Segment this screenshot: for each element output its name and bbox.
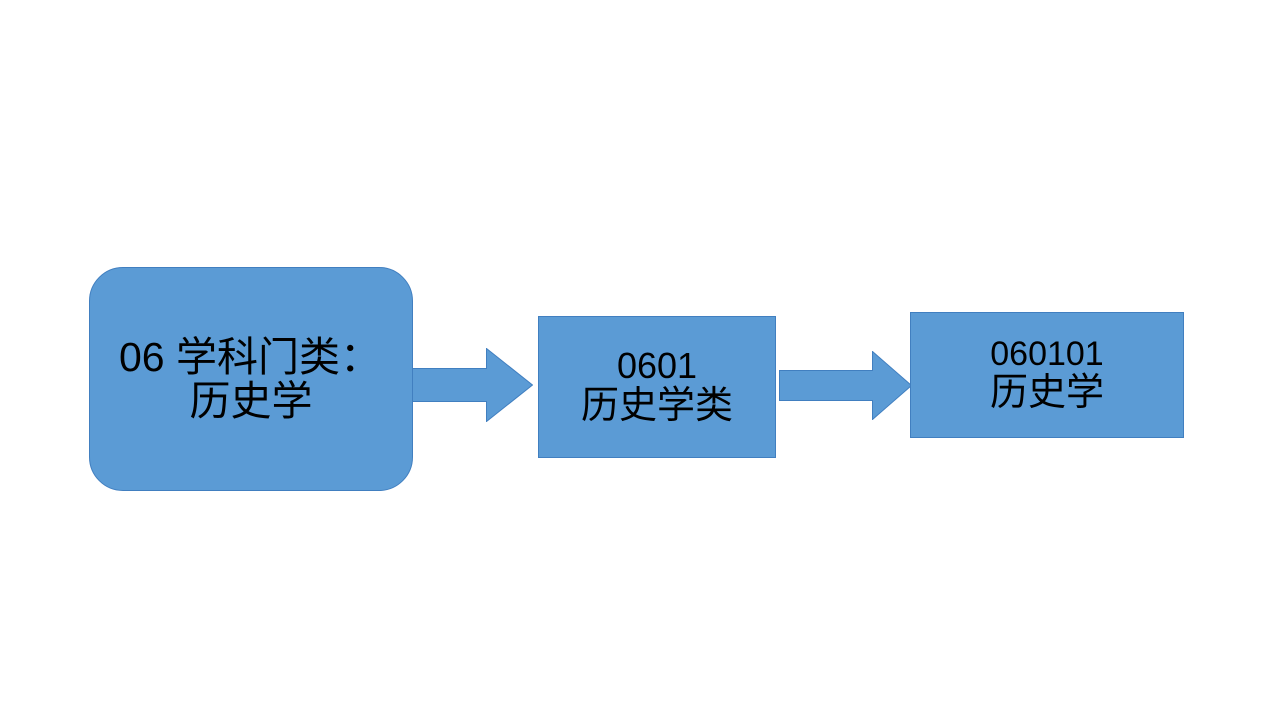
- node-class-line-1: 0601: [616, 345, 698, 387]
- node-major-line-1: 060101: [990, 335, 1104, 374]
- block-arrow-icon: [412, 348, 533, 422]
- node-discipline-line-1: 06 学科门类：: [119, 333, 381, 380]
- block-arrow-icon: [779, 351, 912, 420]
- block-arrow-discipline-to-class[interactable]: [412, 348, 533, 422]
- flowchart-node-class[interactable]: 0601 历史学类: [538, 316, 776, 458]
- flowchart-node-discipline[interactable]: 06 学科门类： 历史学: [89, 267, 413, 491]
- node-major-line-2: 历史学: [989, 371, 1104, 414]
- flowchart-node-major[interactable]: 060101 历史学: [910, 312, 1184, 438]
- node-discipline-line-2: 历史学: [189, 378, 313, 424]
- block-arrow-class-to-major[interactable]: [779, 351, 912, 420]
- node-class-line-2: 历史学类: [580, 384, 733, 427]
